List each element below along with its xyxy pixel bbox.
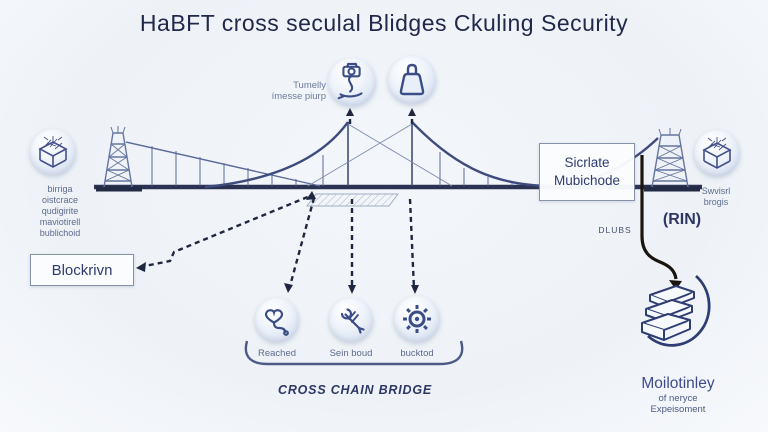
right-node-caption: Swvisrl brogis: [701, 186, 731, 207]
padlock-icon: [399, 63, 425, 96]
top-icons-caption: Tumelly ímesse piurp: [271, 80, 326, 102]
gear-node: [394, 296, 440, 342]
gear-caption: bucktod: [400, 348, 434, 359]
blockrivn-box: Blockrivn: [30, 254, 134, 286]
left-node-circle: [30, 129, 76, 175]
sicrlate-label-line1: Sicrlate: [564, 154, 610, 170]
bottom-bracket: [244, 340, 464, 366]
arrow-to-books-head: [669, 280, 682, 290]
page-title: HaBFT cross seculal Blidges Ckuling Secu…: [139, 10, 629, 36]
camera-node: [328, 58, 376, 106]
dlubs-annotation: DLUBS: [598, 225, 632, 235]
isometric-box-icon: [702, 137, 732, 169]
right-node-circle: [694, 130, 740, 176]
sicrlate-label-line2: Mubichode: [553, 173, 621, 188]
tools-node: [329, 298, 373, 342]
arrow-to-books: [640, 155, 678, 280]
lock-node: [388, 56, 436, 104]
heart-node: [255, 298, 299, 342]
tools-caption: Sein boud: [329, 348, 373, 359]
book-stack-icon: [641, 274, 711, 347]
left-node-caption: birriga oistcrace qudigirite maviotirell…: [39, 184, 81, 238]
right-pylon: [651, 128, 689, 188]
bridge-caption: CROSS CHAIN BRIDGE: [278, 383, 432, 397]
sicrlate-box: Sicrlate Mubichode: [539, 143, 635, 201]
isometric-box-icon: [38, 136, 68, 168]
dashed-arrow-to-heart: [288, 197, 316, 287]
left-pylon: [103, 126, 133, 188]
arrowheads: [136, 108, 419, 294]
heart-caption: Reached: [257, 348, 297, 359]
heart-cord-icon: [264, 309, 289, 336]
dashed-arrow-to-gear: [408, 198, 416, 290]
tools-icon: [340, 308, 365, 334]
gear-icon: [403, 305, 431, 333]
dashed-arrows: [139, 114, 416, 290]
bottom-right-caption: Moilotinley of neryce Expeisoment: [641, 375, 715, 415]
blockrivn-label: Blockrivn: [51, 261, 113, 279]
dashed-arrow-to-blockrivn: [139, 194, 311, 269]
camera-icon: [337, 62, 363, 100]
rin-annotation: (RIN): [662, 211, 702, 228]
